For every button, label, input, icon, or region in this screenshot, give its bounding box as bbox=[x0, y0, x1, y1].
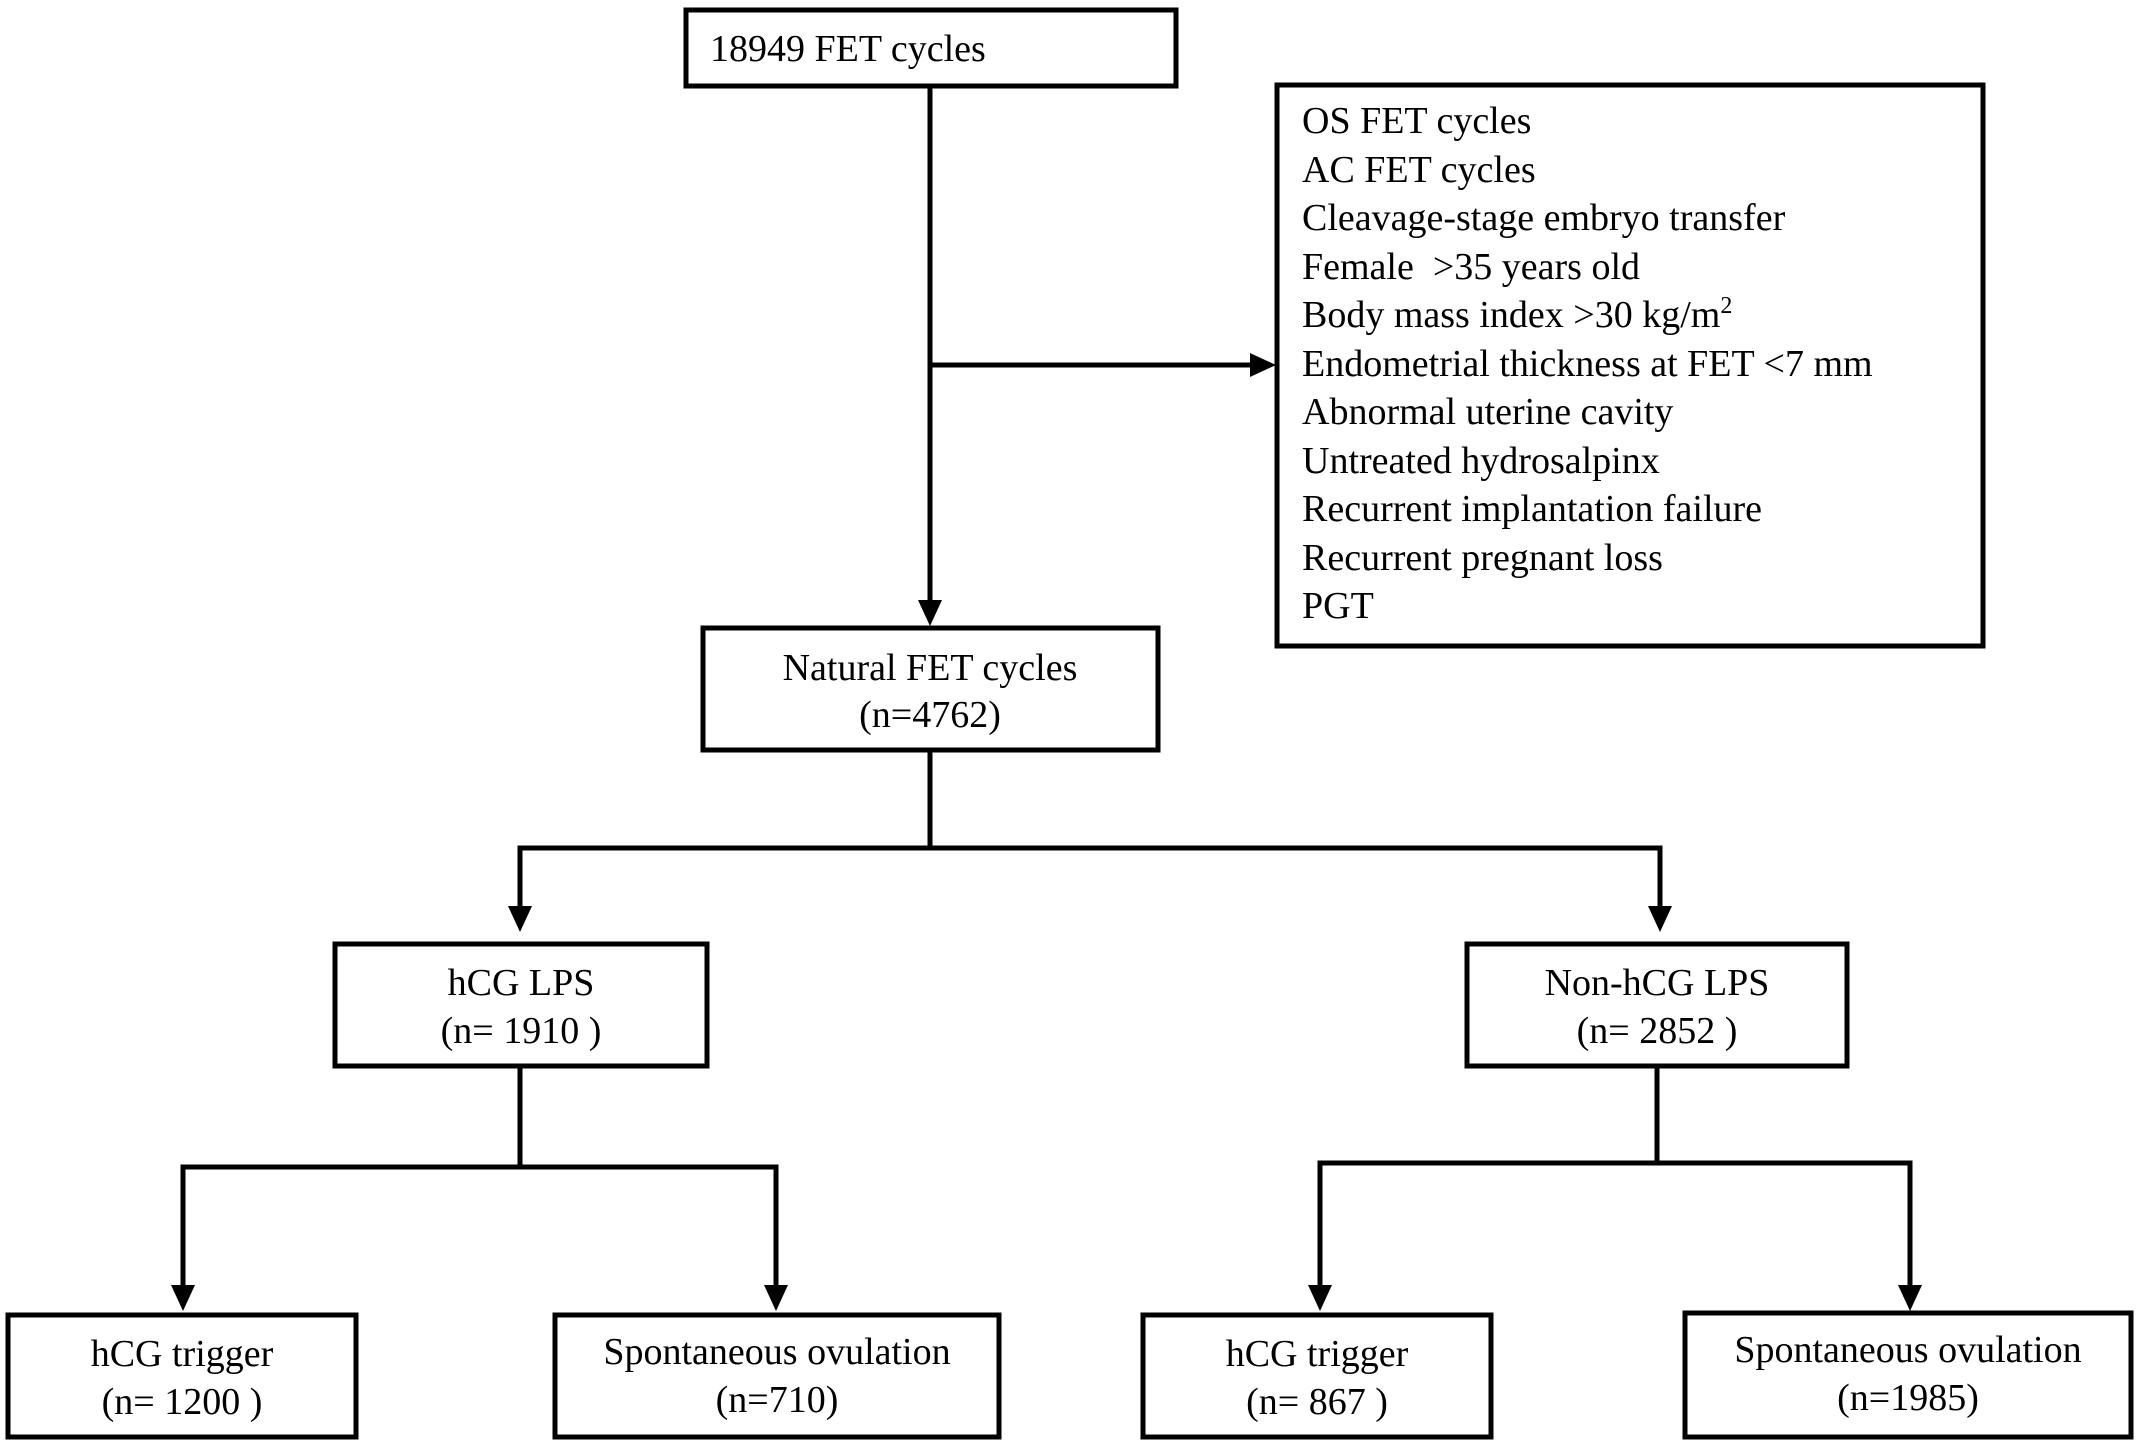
box-hcg-lps-spont: Spontaneous ovulation (n=710) bbox=[552, 1312, 1002, 1440]
arrow-head-non-hcg-spont bbox=[1898, 1285, 1922, 1311]
box-non-hcg-trigger: hCG trigger (n= 867 ) bbox=[1140, 1312, 1494, 1440]
box-non-hcg-spont: Spontaneous ovulation (n=1985) bbox=[1682, 1310, 2134, 1440]
exclusion-item-bmi: Body mass index >30 kg/m2 bbox=[1302, 293, 1732, 336]
box-hcg-lps-spont-title: Spontaneous ovulation bbox=[603, 1331, 950, 1373]
arrow-head-hcg-lps-spont bbox=[764, 1285, 788, 1311]
arrow-head-non-hcg-trigger bbox=[1308, 1285, 1332, 1311]
arrow-head-natural bbox=[918, 600, 942, 626]
box-hcg-lps-trigger-count: (n= 1200 ) bbox=[102, 1381, 263, 1423]
box-hcg-lps: hCG LPS (n= 1910 ) bbox=[332, 941, 710, 1069]
exclusion-item-bmi-superscript: 2 bbox=[1720, 293, 1732, 319]
exclusion-item: Female >35 years old bbox=[1302, 246, 1640, 288]
box-natural-count: (n=4762) bbox=[859, 694, 1001, 736]
box-start: 18949 FET cycles bbox=[683, 7, 1179, 89]
box-hcg-lps-trigger-title: hCG trigger bbox=[91, 1333, 274, 1375]
box-exclusion: OS FET cycles AC FET cycles Cleavage-sta… bbox=[1274, 82, 1986, 649]
box-natural-title: Natural FET cycles bbox=[783, 647, 1078, 689]
box-non-hcg-trigger-title: hCG trigger bbox=[1226, 1333, 1409, 1375]
box-non-hcg-lps-count: (n= 2852 ) bbox=[1577, 1010, 1738, 1052]
exclusion-item: AC FET cycles bbox=[1302, 149, 1536, 191]
box-start-label: 18949 FET cycles bbox=[710, 28, 986, 70]
arrow-head-exclusion bbox=[1250, 353, 1276, 377]
exclusion-item: Cleavage-stage embryo transfer bbox=[1302, 197, 1786, 239]
box-natural: Natural FET cycles (n=4762) bbox=[700, 625, 1161, 753]
arrow-head-hcg-lps-trigger bbox=[171, 1285, 195, 1311]
connectors bbox=[171, 84, 1922, 1311]
box-non-hcg-spont-title: Spontaneous ovulation bbox=[1734, 1329, 2081, 1371]
arrow-head-non-hcg-lps bbox=[1648, 906, 1672, 932]
box-hcg-lps-title: hCG LPS bbox=[448, 962, 595, 1004]
exclusion-item: OS FET cycles bbox=[1302, 100, 1531, 142]
exclusion-item-bmi-label: Body mass index >30 kg/m bbox=[1302, 294, 1720, 336]
arrow-head-hcg-lps bbox=[508, 906, 532, 932]
exclusion-item: Untreated hydrosalpinx bbox=[1302, 440, 1660, 482]
exclusion-item: Abnormal uterine cavity bbox=[1302, 391, 1673, 433]
exclusion-item: Recurrent implantation failure bbox=[1302, 488, 1762, 530]
exclusion-item: Endometrial thickness at FET <7 mm bbox=[1302, 343, 1873, 385]
box-non-hcg-spont-count: (n=1985) bbox=[1837, 1377, 1979, 1419]
box-non-hcg-trigger-count: (n= 867 ) bbox=[1246, 1381, 1388, 1423]
box-hcg-lps-trigger: hCG trigger (n= 1200 ) bbox=[5, 1312, 359, 1440]
exclusion-item: Recurrent pregnant loss bbox=[1302, 537, 1663, 579]
box-non-hcg-lps-title: Non-hCG LPS bbox=[1545, 962, 1770, 1004]
box-hcg-lps-count: (n= 1910 ) bbox=[441, 1010, 602, 1052]
box-non-hcg-lps: Non-hCG LPS (n= 2852 ) bbox=[1464, 941, 1850, 1069]
box-hcg-lps-spont-count: (n=710) bbox=[716, 1379, 839, 1421]
exclusion-item: PGT bbox=[1302, 585, 1374, 627]
